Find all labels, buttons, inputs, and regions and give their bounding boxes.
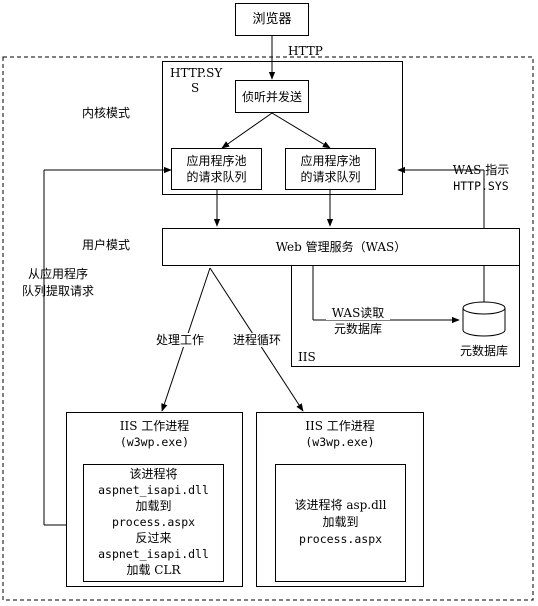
- worker-1-line-2: aspnet_isapi.dll: [98, 483, 209, 497]
- queue-1-line-2: 的请求队列: [186, 170, 247, 184]
- worker-1-line-1: 该进程将: [129, 467, 178, 481]
- worker-process-1-box: IIS 工作进程 (w3wp.exe) 该进程将 aspnet_isapi.dl…: [66, 412, 243, 587]
- arrow-listener-to-queue-2: [271, 112, 331, 149]
- user-mode-label: 用户模式: [82, 238, 131, 252]
- metabase-label: 元数据库: [459, 344, 508, 358]
- worker-1-inner-box: 该进程将 aspnet_isapi.dll 加载到 process.aspx 反…: [83, 464, 224, 582]
- was-indicates-line-2: HTTP.SYS: [453, 179, 509, 193]
- browser-label: 浏览器: [252, 12, 292, 27]
- worker-2-title: IIS 工作进程: [305, 419, 375, 433]
- worker-1-exe: (w3wp.exe): [119, 435, 190, 449]
- http-label: HTTP: [288, 44, 323, 58]
- http-sys-box: [162, 61, 403, 195]
- iis-label: IIS: [298, 350, 316, 364]
- database-icon: [462, 301, 506, 337]
- request-queue-1-box: 应用程序池 的请求队列: [171, 148, 262, 190]
- listener-box: 侦听并发送: [235, 80, 309, 113]
- worker-1-line-7: 加载 CLR: [126, 563, 181, 577]
- kernel-mode-label: 内核模式: [82, 106, 131, 120]
- browser-box: 浏览器: [235, 3, 309, 36]
- http-sys-label-2: S: [191, 81, 200, 95]
- worker-2-line-3: process.aspx: [298, 532, 383, 546]
- worker-2-inner-box: 该进程将 asp.dll 加载到 process.aspx: [275, 464, 406, 582]
- process-work-label: 处理工作: [156, 333, 205, 347]
- listener-label: 侦听并发送: [241, 90, 302, 104]
- worker-1-line-6: aspnet_isapi.dll: [98, 547, 209, 561]
- was-service-label: Web 管理服务（WAS）: [275, 240, 407, 254]
- was-indicates-line-1: WAS 指示: [452, 163, 510, 177]
- queue-2-line-1: 应用程序池: [300, 154, 361, 168]
- worker-2-line-1: 该进程将 asp.dll: [294, 498, 387, 512]
- worker-process-2-box: IIS 工作进程 (w3wp.exe) 该进程将 asp.dll 加载到 pro…: [256, 412, 424, 587]
- fetch-request-line-2: 队列提取请求: [21, 284, 94, 298]
- worker-1-title: IIS 工作进程: [119, 419, 190, 433]
- server-dashed-boundary: [2, 56, 534, 601]
- queue-1-line-1: 应用程序池: [186, 154, 247, 168]
- process-cycle-label: 进程循环: [233, 333, 282, 347]
- request-queue-2-box: 应用程序池 的请求队列: [285, 148, 376, 190]
- arrow-listener-to-queue-1: [221, 112, 273, 149]
- worker-1-line-4: process.aspx: [111, 515, 196, 529]
- was-service-box: Web 管理服务（WAS）: [162, 228, 520, 266]
- worker-1-line-5: 反过来: [135, 531, 172, 545]
- fetch-request-line-1: 从应用程序: [27, 267, 88, 281]
- worker-1-line-3: 加载到: [135, 499, 172, 513]
- worker-2-exe: (w3wp.exe): [305, 435, 375, 449]
- was-read-line-2: 元数据库: [326, 322, 390, 336]
- queue-2-line-2: 的请求队列: [300, 170, 361, 184]
- worker-2-line-2: 加载到: [322, 515, 359, 529]
- http-sys-label-1: HTTP.SY: [170, 66, 223, 80]
- was-read-line-1: WAS读取: [326, 306, 390, 320]
